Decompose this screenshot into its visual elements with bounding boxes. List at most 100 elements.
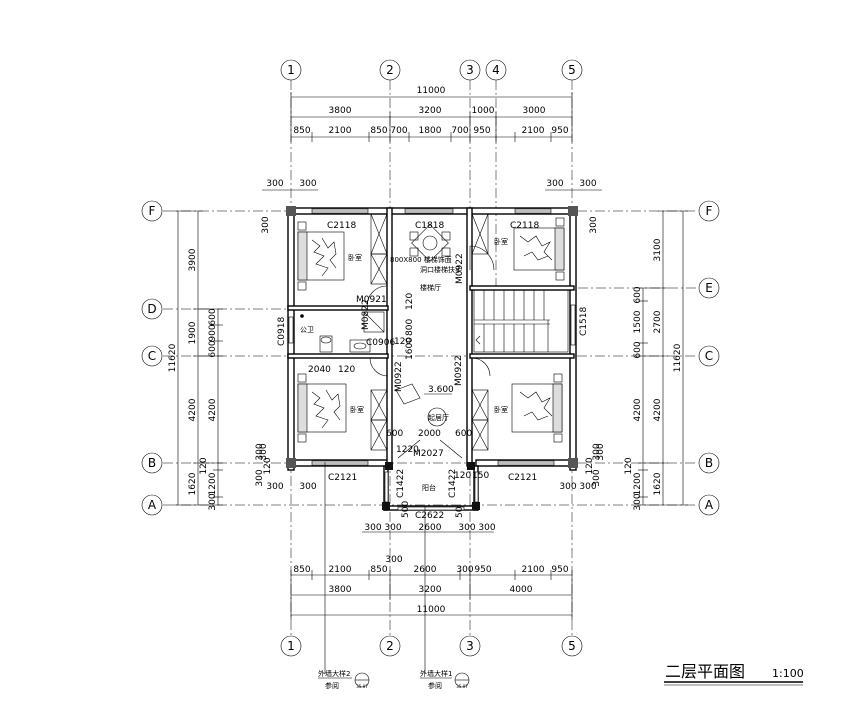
interior-dims: 2040 120 120 800 1600 120 600 2000 600 1… [308, 293, 489, 518]
dim-corner-bl-v: 300 [259, 443, 269, 460]
section-mark-2-ref: 35-07 [456, 684, 468, 689]
dim-right-2700: 2700 [653, 310, 663, 333]
bed-top-right [513, 227, 565, 271]
dim-right-sm-2: 300 [592, 469, 602, 486]
dim-left-in-0: 600 [208, 308, 218, 325]
dim-right-sm-1: 120 [585, 457, 595, 474]
tea-table-set [409, 224, 451, 262]
label-bedroom-bl: 卧室 [350, 405, 364, 414]
axis-bubbles-bottom: 1 2 3 5 [280, 635, 583, 657]
label-c2118-r: C2118 [510, 221, 539, 231]
dims-right: 11620 3100 2700 4200 1620 600 1500 600 4… [585, 210, 688, 511]
dim-left-in-1: 900 [208, 324, 218, 341]
dim-top-r3-0: 850 [293, 126, 310, 136]
label-c2121-l: C2121 [328, 473, 357, 483]
drawing-title: 二层平面图 1:100 [664, 662, 804, 686]
dim-left-in-2: 600 [208, 340, 218, 357]
label-bedroom-tr: 卧室 [494, 237, 508, 246]
dim-right-3100: 3100 [653, 238, 663, 261]
axis-right-E: E [705, 281, 713, 295]
dim-bot-r3-4: 300 [456, 565, 473, 575]
dim-bot-r3-2: 850 [370, 565, 387, 575]
axis-top-1: 1 [287, 63, 295, 77]
dim-left-3900: 3900 [188, 248, 198, 271]
label-table-note-1: 800X800 楼梯饰面 [390, 255, 452, 264]
idim-50: 50 [455, 506, 465, 518]
dim-left-sm-0: 300 [255, 443, 265, 460]
dim-bot-r3-0: 850 [293, 565, 310, 575]
idim-800: 800 [405, 319, 415, 336]
dim-left-1620: 1620 [188, 472, 198, 495]
dim-top-r3-2: 850 [370, 126, 387, 136]
windows [288, 208, 576, 511]
dim-corner-br-v: 300 [596, 443, 606, 460]
dim-right-total: 11620 [673, 343, 683, 372]
axis-right-C: C [705, 349, 713, 363]
section-mark-1-ref: 35-07 [356, 684, 368, 689]
dim-bot-r3-7: 950 [551, 565, 568, 575]
dims-left: 11620 3900 1900 4200 1620 600 900 600 42… [168, 210, 273, 511]
label-m2027: M2027 [413, 449, 444, 459]
dims-bottom: 850 2100 850 2600 300 950 2100 950 3800 … [259, 443, 606, 620]
label-m0922-c: M0922 [454, 355, 464, 386]
axis-bottom-1: 1 [287, 639, 295, 653]
label-living: 起居厅 [428, 414, 449, 422]
toilet-fixtures [300, 311, 385, 353]
axis-top-4: 4 [492, 63, 500, 77]
label-c2622: C2622 [415, 511, 444, 521]
idim-150: 150 [472, 471, 489, 481]
axis-right-F: F [706, 204, 713, 218]
dim-top-r3-8: 950 [551, 126, 568, 136]
dim-top-3800: 3800 [329, 106, 352, 116]
dim-top-3000: 3000 [523, 106, 546, 116]
axis-top-5: 5 [568, 63, 576, 77]
axis-bubbles-left: F D C B A [141, 200, 163, 516]
dim-balc-4: 300 [478, 523, 495, 533]
dim-top-total: 11000 [417, 86, 446, 96]
section-mark-1-sub: 参阅 [325, 681, 339, 690]
section-mark-1-text: 外墙大样2 [318, 669, 350, 678]
label-bedroom-br: 卧室 [494, 405, 508, 414]
idim-2000: 2000 [418, 429, 441, 439]
label-m0922-b: M0922 [394, 361, 404, 392]
dim-bot-3200: 3200 [419, 585, 442, 595]
bed-top-left [297, 231, 345, 281]
dim-corner-br-b: 300 [579, 482, 596, 492]
dim-right-in-0: 600 [633, 286, 643, 303]
nightstands [297, 217, 565, 443]
dims-top: 11000 3800 3200 1000 3000 850 2100 850 7… [261, 86, 602, 234]
label-stair-hall: 楼梯厅 [420, 283, 441, 292]
label-elevation: 3.600 [428, 385, 454, 395]
dim-right-4200: 4200 [653, 398, 663, 421]
dim-bot-total: 11000 [417, 605, 446, 615]
dim-left-sm-1: 120 [263, 457, 273, 474]
label-c2118-l: C2118 [327, 221, 356, 231]
section-mark-1: 外墙大样2 参阅 35-07 [318, 462, 370, 690]
dim-balc-2: 2600 [419, 523, 442, 533]
dim-top-r3-1: 2100 [329, 126, 352, 136]
dim-bot-300: 300 [385, 555, 402, 565]
label-c1518: C1518 [579, 307, 589, 336]
dim-corner-tr-v: 300 [589, 216, 599, 233]
dim-right-sm-0: 300 [592, 443, 602, 460]
dim-corner-tl-v: 300 [261, 216, 271, 233]
axis-right-A: A [705, 498, 714, 512]
dim-left-sm-2: 300 [255, 469, 265, 486]
idim-600a: 600 [386, 429, 403, 439]
dim-right-in-4: 120 [624, 457, 634, 474]
staircase [473, 289, 569, 353]
dim-corner-tl-a: 300 [266, 179, 283, 189]
dim-balc-0: 300 [364, 523, 381, 533]
section-mark-2-sub: 参阅 [428, 681, 442, 690]
title-text: 二层平面图 [665, 662, 745, 681]
axis-bottom-3: 3 [466, 639, 474, 653]
label-table-note-2: 洞口楼梯扶手 [420, 265, 462, 274]
label-c0918: C0918 [277, 317, 287, 346]
dim-corner-bl-b: 300 [299, 482, 316, 492]
dim-corner-tr-b: 300 [579, 179, 596, 189]
dim-top-r3-5: 700 [451, 126, 468, 136]
axis-left-A: A [148, 498, 157, 512]
grid-lines [163, 80, 698, 637]
axis-right-B: B [705, 456, 713, 470]
